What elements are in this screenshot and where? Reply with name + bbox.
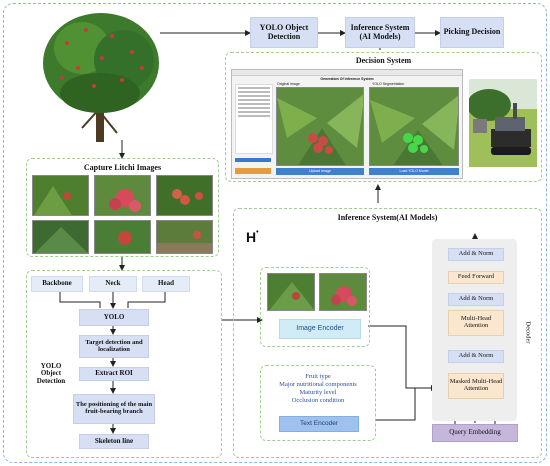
yolo-side-label: YOLO Object Detection	[36, 362, 66, 385]
branch-positioning-label: The positioning of the main fruit-bearin…	[75, 401, 153, 415]
inference-system-label: Inference System (AI Models)	[350, 23, 410, 41]
image-encoder-box: Image Encoder	[279, 319, 361, 339]
text-encoder-group: Fruit type Major nutritional components …	[260, 365, 376, 441]
caption-original: Original Image	[277, 82, 300, 86]
skeleton-line-label: Skeleton line	[94, 436, 134, 445]
app-titlebar	[232, 70, 462, 76]
multi-head-attention-box: Multi-Head Attention	[448, 310, 504, 336]
text-encoder-box: Text Encoder	[279, 416, 359, 432]
litchi-photo-3	[156, 175, 213, 216]
upload-image-button[interactable]: Upload Image	[276, 168, 364, 175]
yolo-label: YOLO	[103, 312, 125, 321]
inference-system-panel: Inference System(AI Models) H• Image Enc…	[233, 208, 542, 458]
masked-attention-box: Masked Multi-Head Attention	[448, 373, 504, 399]
app-side-button-2[interactable]	[235, 168, 271, 174]
neck-label: Neck	[105, 279, 121, 288]
skeleton-line-box: Skeleton line	[79, 434, 149, 449]
add-norm-mid-label: Add & Norm	[458, 295, 494, 303]
inference-system-box: Inference System (AI Models)	[345, 17, 415, 48]
add-norm-mid: Add & Norm	[448, 293, 504, 306]
branch-positioning-box: The positioning of the main fruit-bearin…	[73, 394, 155, 424]
extract-roi-box: Extract ROI	[79, 367, 149, 381]
capture-images-panel: Capture Litchi Images	[26, 158, 219, 257]
target-detection-label: Target detection and localization	[85, 338, 143, 353]
query-embedding-label: Query Embedding	[449, 428, 501, 437]
add-norm-low: Add & Norm	[448, 350, 504, 363]
picking-decision-box: Picking Decision	[440, 17, 504, 48]
outer-frame	[3, 3, 547, 463]
head-label: Head	[158, 279, 174, 288]
target-detection-box: Target detection and localization	[79, 335, 149, 358]
litchi-photo-4	[32, 220, 89, 254]
yolo-box: YOLO	[79, 309, 149, 326]
add-norm-low-label: Add & Norm	[458, 352, 494, 360]
app-window-title: Generation Of Inference System	[320, 77, 374, 81]
app-side-button[interactable]	[235, 158, 271, 162]
add-norm-top: Add & Norm	[448, 248, 504, 261]
feed-forward-box: Feed Forward	[448, 271, 504, 284]
app-text-panel	[235, 84, 273, 154]
masked-attention-label: Masked Multi-Head Attention	[449, 378, 503, 392]
capture-title: Capture Litchi Images	[83, 163, 162, 172]
yolo-detection-panel: Backbone Neck Head YOLO Target detection…	[26, 270, 222, 458]
backbone-box: Backbone	[31, 276, 83, 292]
yolo-detection-label: YOLO Object Detection	[259, 23, 309, 41]
encoder-photo-1	[267, 273, 315, 311]
litchi-photo-2	[94, 175, 151, 216]
text-line-occlusion: Occlusion condition	[291, 397, 345, 405]
upload-image-label: Upload Image	[309, 169, 331, 173]
segmentation-image	[369, 87, 459, 166]
query-embedding-box: Query Embedding	[432, 424, 518, 442]
load-yolo-label: Load YOLO Model	[399, 169, 429, 173]
decision-system-title: Decision System	[355, 56, 412, 65]
picking-robot-image	[469, 79, 537, 167]
original-image	[276, 87, 364, 166]
text-line-maturity: Maturity level	[299, 389, 337, 397]
decision-system-panel: Decision System Generation Of Inference …	[225, 52, 542, 182]
litchi-photo-1	[32, 175, 89, 216]
image-encoder-label: Image Encoder	[296, 325, 344, 333]
encoder-photo-2	[319, 273, 367, 311]
text-line-fruit-type: Fruit type	[305, 373, 331, 380]
litchi-photo-6	[156, 220, 213, 254]
decoder-label: Decoder	[524, 321, 532, 344]
app-window: Generation Of Inference System Original …	[231, 69, 463, 179]
model-logo-icon: H•	[246, 229, 259, 245]
neck-box: Neck	[89, 276, 137, 292]
text-line-nutrition: Major nutritional components	[279, 381, 357, 389]
caption-segmentation: YOLO Segmentation	[372, 82, 405, 86]
litchi-photo-5	[94, 220, 151, 254]
inference-system-title: Inference System(AI Models)	[337, 213, 438, 222]
backbone-label: Backbone	[42, 279, 72, 288]
feed-forward-label: Feed Forward	[457, 273, 495, 281]
yolo-detection-box: YOLO Object Detection	[250, 17, 318, 48]
add-norm-top-label: Add & Norm	[458, 250, 494, 258]
multi-head-attention-label: Multi-Head Attention	[460, 315, 492, 329]
head-box: Head	[142, 276, 190, 292]
load-yolo-button[interactable]: Load YOLO Model	[369, 168, 459, 175]
litchi-tree-image	[42, 8, 160, 142]
picking-decision-label: Picking Decision	[443, 27, 501, 37]
extract-roi-label: Extract ROI	[95, 369, 133, 378]
text-encoder-label: Text Encoder	[300, 419, 338, 427]
text-prompt-lines: Fruit type Major nutritional components …	[261, 373, 375, 406]
image-encoder-group: Image Encoder	[260, 267, 370, 347]
